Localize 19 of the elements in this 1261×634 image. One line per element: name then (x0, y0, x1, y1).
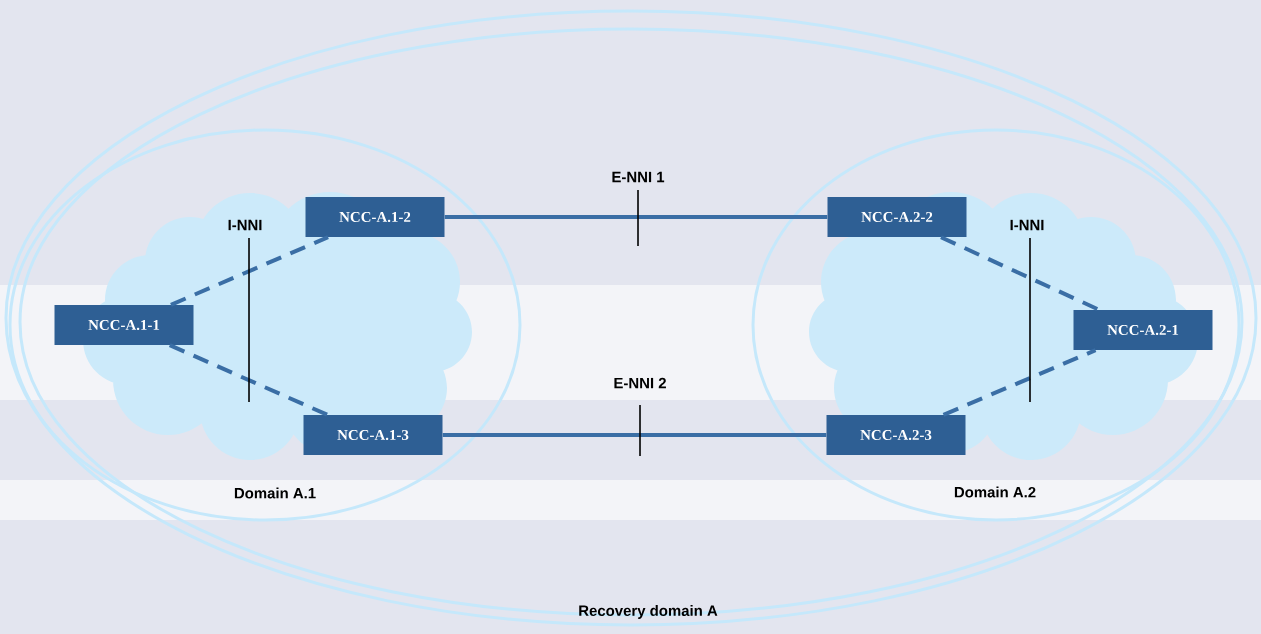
controller-box: NCC-A.1-2 (305, 197, 445, 237)
domain-label: Domain A.2 (954, 486, 1036, 498)
link-line (442, 433, 827, 437)
dashed-link (170, 235, 329, 307)
controller-box: NCC-A.1-1 (54, 305, 194, 345)
interface-label: I-NNI (1010, 219, 1044, 231)
dashed-link (940, 235, 1100, 312)
link-line (444, 215, 828, 219)
dashed-link (168, 343, 329, 417)
interface-label: E-NNI 1 (612, 171, 665, 183)
dashed-link (942, 348, 1097, 417)
interface-label: E-NNI 2 (614, 377, 666, 389)
controller-box: NCC-A.2-3 (826, 415, 966, 455)
controller-box: NCC-A.2-1 (1073, 310, 1213, 350)
controller-box: NCC-A.2-2 (827, 197, 967, 237)
domain-label: Domain A.1 (234, 487, 316, 499)
controller-box: NCC-A.1-3 (303, 415, 443, 455)
interface-label: I-NNI (228, 219, 262, 231)
domain-label: Recovery domain A (579, 605, 718, 619)
